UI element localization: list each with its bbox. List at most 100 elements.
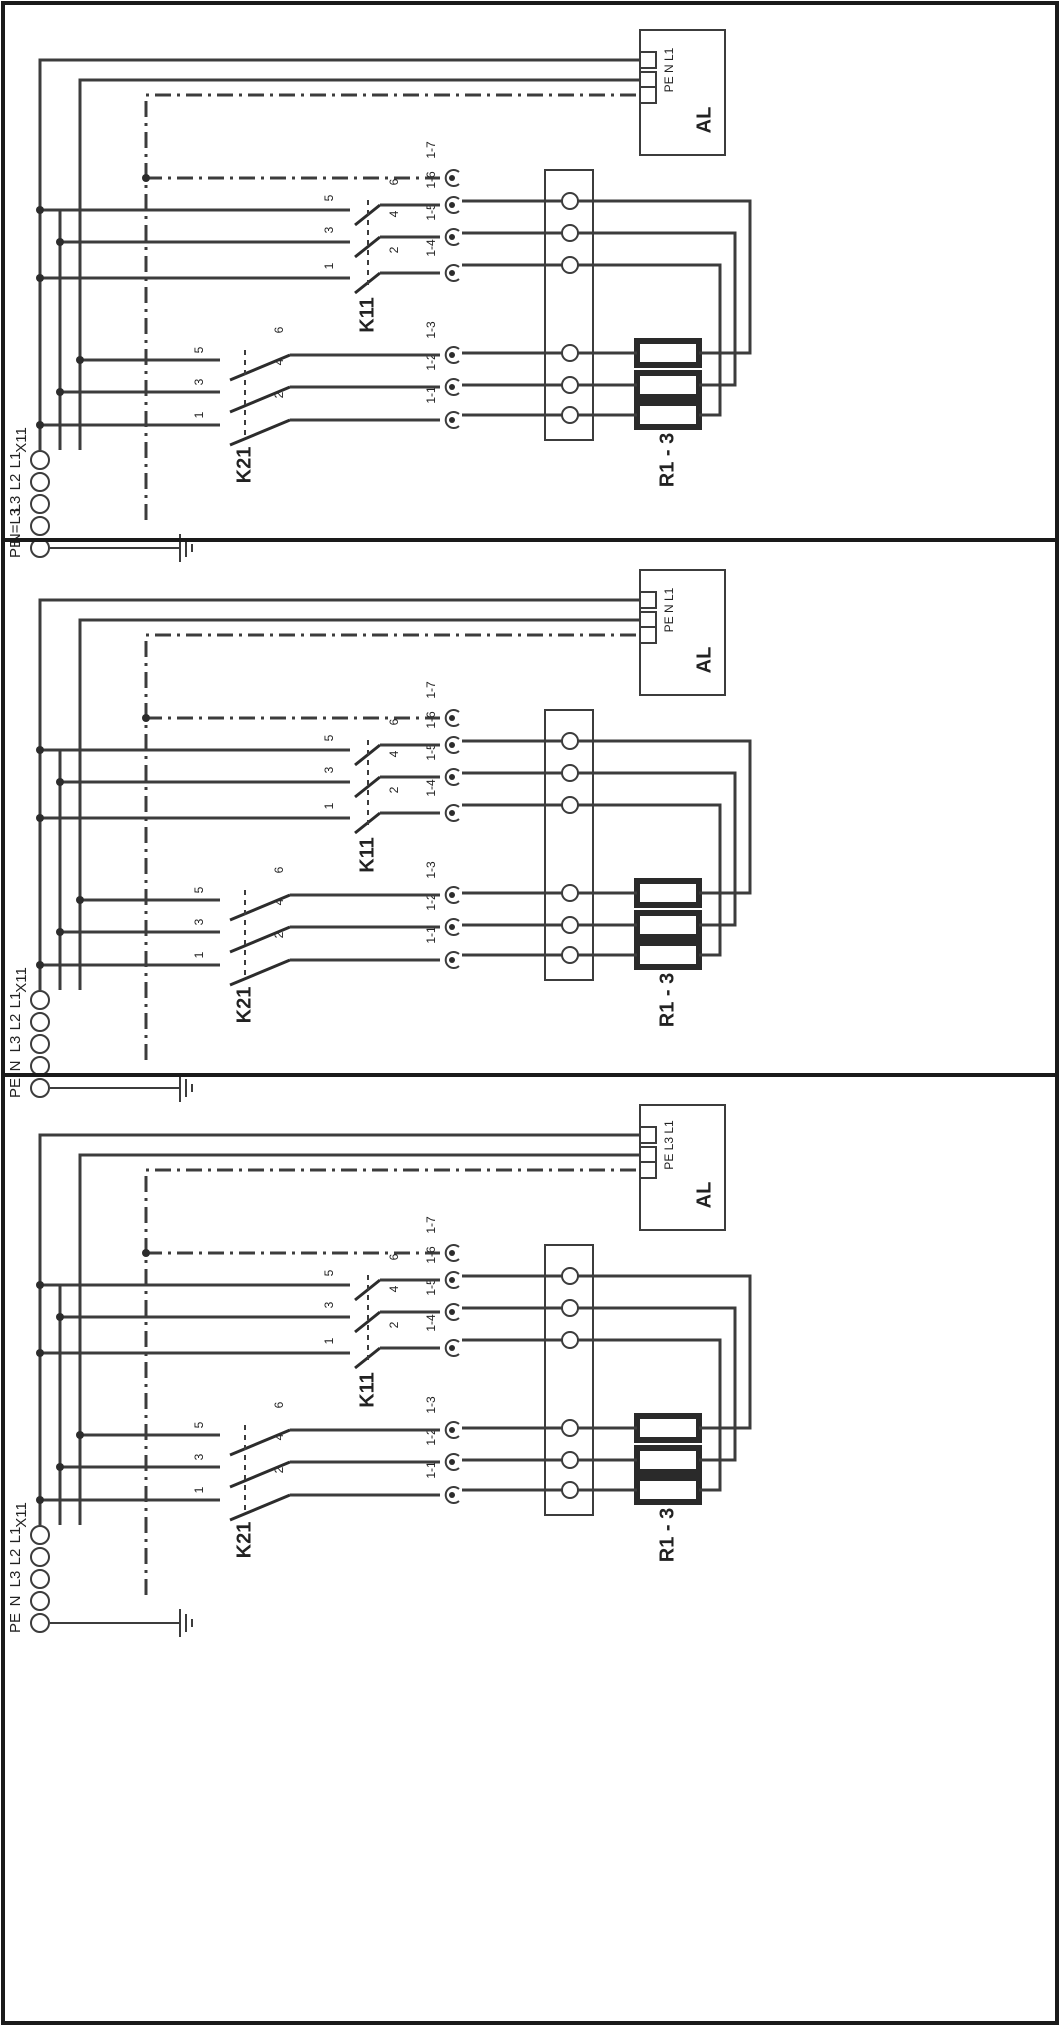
conductor-label: N [7,1596,24,1607]
pole-label: 5 [192,1421,206,1428]
contact-blade [354,1310,381,1334]
pole-label: 6 [272,1401,286,1408]
pole-label: 4 [272,358,286,365]
bus-l1 [38,58,640,450]
strip-terminal [561,1331,579,1349]
terminal-dot [449,1427,455,1433]
terminal-dot [449,715,455,721]
heater-label: R1 - 3 [656,973,678,1027]
terminal-dot [449,774,455,780]
bus-l1 [38,1133,640,1525]
pe-junction [142,714,150,722]
controller-pin [639,1161,657,1179]
terminal-label: 1-6 [424,171,438,189]
strip-terminal [561,796,579,814]
contact-blade [229,353,291,382]
conductor-label: L1 [7,992,24,1009]
strip-terminal [561,764,579,782]
bus-l3 [78,618,640,990]
strip-terminal [561,1267,579,1285]
bus-pe [144,93,640,520]
controller-label: AL [693,1182,715,1209]
conductor-label: L3 [7,1571,24,1588]
strip-terminal [561,344,579,362]
strip-terminal [561,1299,579,1317]
strip-terminal [561,406,579,424]
junction [76,896,84,904]
heater-element [634,940,702,970]
terminal-label: 1-7 [424,681,438,699]
terminal-dot [449,957,455,963]
pole-label: 4 [387,750,401,757]
res-return [578,1274,752,1430]
terminal-label: 1-3 [424,321,438,339]
terminal-block-label: X11 [13,967,30,993]
supply-terminal [30,1034,50,1054]
k21-label: K21 [233,1522,255,1559]
contact-blade [354,775,381,799]
terminal-label: 1-6 [424,711,438,729]
terminal-dot [449,352,455,358]
terminal-dot [449,810,455,816]
supply-terminal [30,1078,50,1098]
junction [56,778,64,786]
terminal-aux [444,1271,460,1289]
terminal-aux [444,768,460,786]
k11-label: K11 [356,1372,378,1408]
pole-label: 2 [272,391,286,398]
junction [36,1281,44,1289]
conductor-label: L2 [7,1014,24,1031]
junction [36,814,44,822]
strip-terminal [561,946,579,964]
pole-label: 6 [387,178,401,185]
terminal-label: 1-3 [424,861,438,879]
terminal-label: 1-7 [424,141,438,159]
k21-label: K21 [233,447,255,484]
supply-terminal [30,494,50,514]
terminal-label: 1-4 [424,779,438,797]
heater-element [634,400,702,430]
strip-terminal [561,884,579,902]
heater-element [634,1413,702,1443]
conductor-label: L2 [7,474,24,491]
pe-junction [142,174,150,182]
conductor-label: PE [7,1613,24,1633]
pole-label: 6 [387,718,401,725]
controller-pin [639,71,657,89]
contact-blade [229,1493,291,1522]
heater-element [634,370,702,400]
conductor-label: N=L3 [7,508,24,544]
contact-blade [229,893,291,922]
junction [36,1496,44,1504]
strip-terminal [561,256,579,274]
heater-element [634,1475,702,1505]
heater-terminal-strip [544,709,594,981]
terminal-label: 1-2 [424,893,438,911]
controller-pin [639,626,657,644]
bus-l1 [38,598,640,990]
heater-element [634,338,702,368]
terminal-main [444,1453,460,1471]
terminal-pe [444,1244,460,1262]
strip-terminal [561,732,579,750]
junction [36,421,44,429]
heater-element [634,878,702,908]
terminal-dot [449,175,455,181]
controller-pin [639,1126,657,1144]
terminal-dot [449,1492,455,1498]
bus-l3 [78,78,640,450]
k11-label: K11 [356,297,378,333]
terminal-main [444,346,460,364]
terminal-pe [444,169,460,187]
res-return [578,263,722,417]
pole-label: 3 [322,226,336,233]
terminal-label: 1-5 [424,743,438,761]
supply-terminal [30,1056,50,1076]
junction [56,388,64,396]
terminal-main [444,951,460,969]
conductor-label: L3 [7,496,24,513]
terminal-dot [449,384,455,390]
terminal-label: 1-4 [424,239,438,257]
